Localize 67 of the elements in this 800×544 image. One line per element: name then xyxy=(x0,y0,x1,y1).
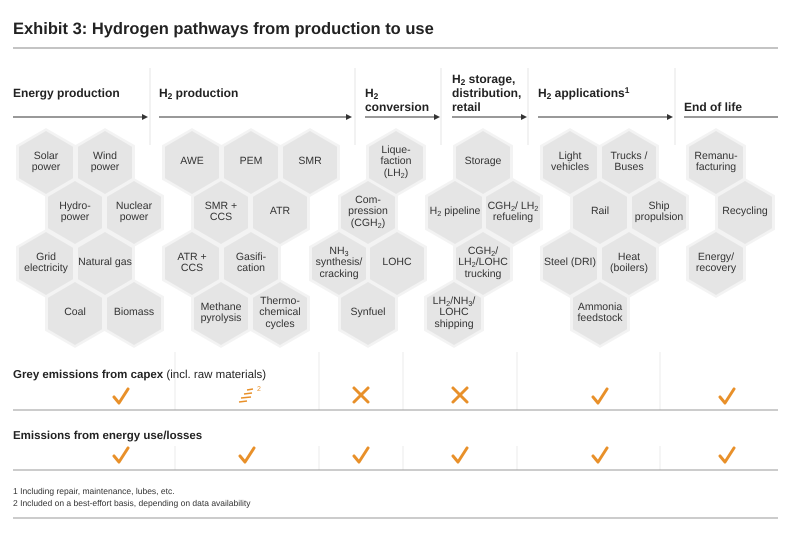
tile-label: Gasifi- cation xyxy=(234,252,268,274)
hexagon-tile xyxy=(483,178,543,246)
tile-label: ATR xyxy=(268,206,292,218)
column-heading: H$_{2}$ conversion xyxy=(365,86,430,114)
column-heading: Energy production xyxy=(13,86,121,100)
tile-label: Hydro- power xyxy=(58,200,92,224)
row-heading: Grey emissions from capex (incl. raw materials) xyxy=(13,369,266,381)
hexagon-tile xyxy=(104,178,164,246)
hexagon-tile xyxy=(540,228,600,298)
footnote: 2 Included on a best-effort basis, depending on data availability xyxy=(13,498,251,508)
tile-label: Ammonia feedstock xyxy=(576,302,624,324)
footnote: 1 Including repair, maintenance, lubes, etc. xyxy=(13,486,175,496)
tile-label: LH$_{2}$/NH$_{3}$/ LOHC shipping xyxy=(432,296,476,330)
hexagon-tile xyxy=(45,278,105,348)
hexagon-tile xyxy=(250,278,310,348)
hexagon-tile xyxy=(686,128,746,196)
column-heading: H$_{2}$ applications$^{1}$ xyxy=(538,86,630,100)
hexagon-tile xyxy=(250,178,310,246)
tile-label: Solar power xyxy=(30,150,62,174)
tile-label: Natural gas xyxy=(78,257,132,269)
tile-label: Rail xyxy=(590,206,610,218)
tile-label: CGH$_{2}$/ LH$_{2}$/LOHC trucking xyxy=(457,246,509,280)
tile-label: Com- pression (CGH$_{2}$) xyxy=(347,194,389,230)
tile-label: Recycling xyxy=(721,206,769,218)
tile-label: Energy/ recovery xyxy=(694,252,738,274)
column-heading: H$_{2}$ production xyxy=(159,86,240,100)
hexagon-tile xyxy=(715,178,775,246)
hexagon-tile xyxy=(191,278,251,348)
tile-label: Wind power xyxy=(90,150,120,174)
tile-label: NH$_{3}$ synthesis/ cracking xyxy=(314,246,364,280)
tile-label: Methane pyrolysis xyxy=(200,302,242,324)
tile-label: CGH$_{2}$/ LH$_{2}$ refueling xyxy=(486,200,540,224)
tile-label: Ship propulsion xyxy=(634,200,684,224)
hexagon-tile xyxy=(686,228,746,298)
tile-label: Biomass xyxy=(112,307,156,319)
exhibit-title: Exhibit 3: Hydrogen pathways from production to use xyxy=(13,20,434,39)
tile-label: Synfuel xyxy=(349,307,387,319)
hexagon-tile xyxy=(280,128,340,196)
tile-label: Storage xyxy=(464,156,502,168)
hexagon-tile xyxy=(629,178,689,246)
column-heading: H$_{2}$ storage, distribution, retail xyxy=(452,72,522,114)
tile-label: Coal xyxy=(63,307,87,319)
tile-label: SMR + CCS xyxy=(204,200,238,224)
hexagon-tile xyxy=(599,228,659,298)
tile-label: Remanu- facturing xyxy=(693,150,739,174)
hexagon-tile xyxy=(338,278,398,348)
tile-label: ATR + CCS xyxy=(176,252,208,274)
tile-label: Lique- faction (LH$_{2}$) xyxy=(380,144,412,180)
tile-label: Grid electricity xyxy=(23,252,69,274)
tile-label: Light vehicles xyxy=(550,150,590,174)
hexagon-tile xyxy=(367,228,427,298)
hexagon-tile xyxy=(104,278,164,348)
tile-label: Heat (boilers) xyxy=(609,252,649,274)
tile-label: Trucks / Buses xyxy=(610,150,648,174)
tile-label: Nuclear power xyxy=(114,200,154,224)
tile-label: LOHC xyxy=(381,257,413,269)
tile-label: Thermo- chemical cycles xyxy=(258,296,302,330)
tile-label: PEM xyxy=(238,156,264,168)
tile-label: Steel (DRI) xyxy=(543,257,597,269)
tile-label: H$_{2}$ pipeline xyxy=(428,206,482,218)
hexagon-tile xyxy=(453,228,513,298)
hexagon-tile xyxy=(570,278,630,348)
row-heading: Emissions from energy use/losses xyxy=(13,430,202,442)
hexagon-tile xyxy=(424,278,484,348)
column-heading: End of life xyxy=(684,100,743,114)
tile-label: SMR xyxy=(297,156,323,168)
tile-label: AWE xyxy=(179,156,205,168)
